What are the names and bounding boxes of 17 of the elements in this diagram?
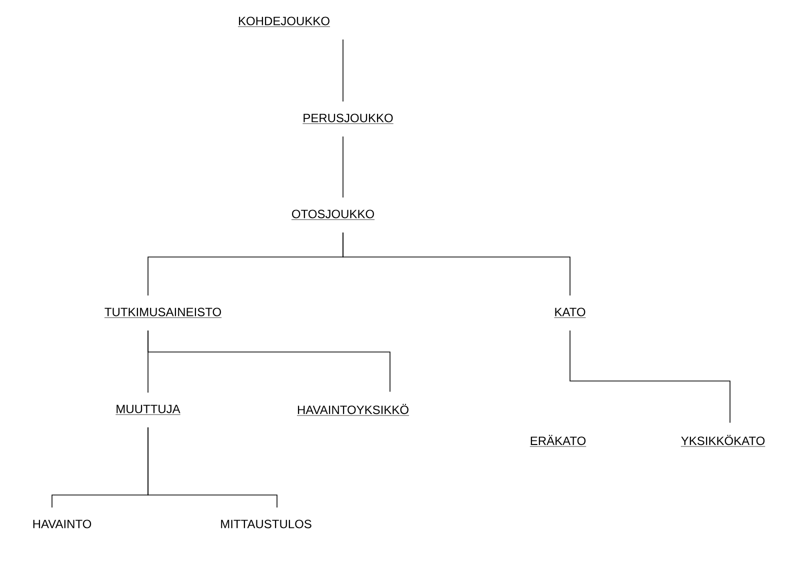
underlined-term: KATO	[554, 308, 586, 318]
connector-line	[148, 330, 390, 392]
underlined-term: MUUTTUJA	[115, 404, 181, 415]
underlined-term: YKSIKKÖKATO	[680, 434, 766, 447]
connector-line	[148, 426, 278, 508]
connector-line	[342, 39, 344, 102]
connector-line	[570, 330, 730, 424]
underlined-term: OTOSJOUKKO	[291, 210, 375, 220]
term-label: MITTAUSTULOS	[221, 520, 312, 528]
connector-line	[342, 232, 570, 296]
underlined-term: ERÄKATO	[530, 434, 586, 447]
underlined-term: HAVAINTOYKSIKKÖ	[296, 404, 410, 416]
term-label: HAVAINTO	[33, 520, 92, 528]
underlined-term: PERUSJOUKKO	[302, 114, 394, 124]
connector-line	[342, 136, 344, 198]
underlined-term: TUTKIMUSAINEISTO	[104, 308, 222, 318]
underlined-term: KOHDEJOUKKO	[238, 16, 330, 27]
